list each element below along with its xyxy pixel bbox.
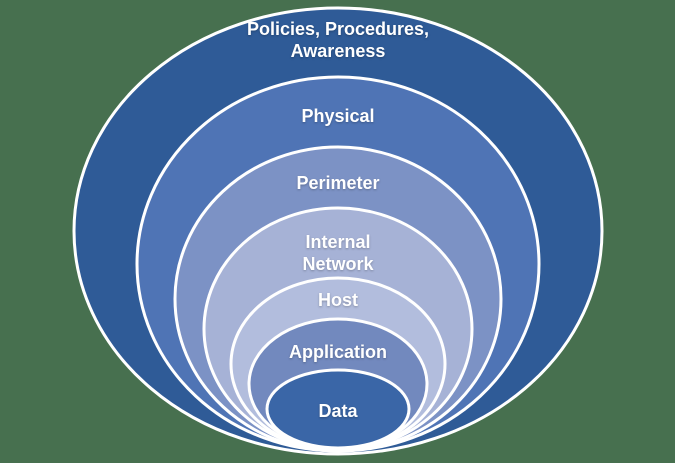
layer-label-internal-network-line1: Internal bbox=[305, 232, 370, 252]
layer-label-policies-line1: Policies, Procedures, bbox=[247, 19, 429, 39]
layer-label-application: Application bbox=[289, 342, 387, 362]
layer-ellipse-data bbox=[265, 368, 411, 450]
layer-label-internal-network-line2: Network bbox=[302, 254, 374, 274]
layer-label-policies-line2: Awareness bbox=[291, 41, 386, 61]
layer-label-perimeter: Perimeter bbox=[296, 173, 379, 193]
layer-label-host: Host bbox=[318, 290, 358, 310]
layer-label-physical: Physical bbox=[301, 106, 374, 126]
layer-label-data: Data bbox=[318, 401, 358, 421]
